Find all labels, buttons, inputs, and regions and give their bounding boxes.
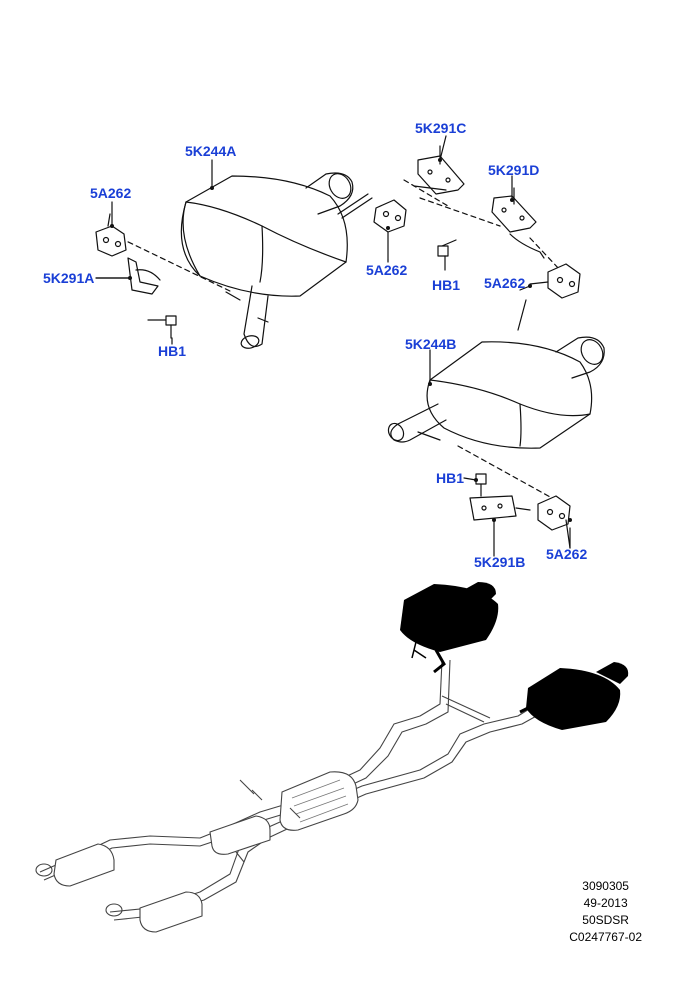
muffler-right-5k244b[interactable] xyxy=(385,336,607,449)
muffler-left-5k244a[interactable] xyxy=(180,170,355,350)
bracket-5k291a[interactable] xyxy=(95,257,161,295)
date-code: 49-2013 xyxy=(583,896,628,910)
model-code: 50SDSR xyxy=(582,913,629,927)
callout-5a262-upper-left[interactable]: 5A262 xyxy=(90,185,132,201)
callout-5k291c[interactable]: 5K291C xyxy=(415,120,467,136)
illustration-number: 3090305 xyxy=(582,879,629,893)
callout-hb1-lower[interactable]: HB1 xyxy=(436,470,465,486)
callout-5k244b[interactable]: 5K244B xyxy=(405,336,457,352)
reference-block: 3090305 49-2013 50SDSR C0247767-02 xyxy=(569,878,642,946)
isolator-5a262-upper-middle[interactable] xyxy=(373,199,407,261)
isolator-5a262-right[interactable] xyxy=(517,263,581,331)
bolt-hb1-lower[interactable] xyxy=(475,473,487,497)
catalog-code: C0247767-02 xyxy=(569,930,642,944)
callout-5k244a[interactable]: 5K244A xyxy=(185,143,237,159)
callout-hb1-left[interactable]: HB1 xyxy=(158,343,187,359)
isolator-5a262-lower[interactable] xyxy=(537,495,571,549)
callout-5k291d[interactable]: 5K291D xyxy=(488,162,540,178)
callout-5a262-upper-middle[interactable]: 5A262 xyxy=(366,262,408,278)
callout-hb1-middle[interactable]: HB1 xyxy=(432,277,461,293)
bolt-hb1-middle[interactable] xyxy=(437,239,457,271)
bracket-5k291d[interactable] xyxy=(491,187,561,271)
bracket-5k291c[interactable] xyxy=(403,145,501,227)
callout-5a262-lower[interactable]: 5A262 xyxy=(546,546,588,562)
bolt-hb1-left[interactable] xyxy=(147,315,177,339)
callout-5a262-right[interactable]: 5A262 xyxy=(484,275,526,291)
bracket-5k291b[interactable] xyxy=(469,495,531,521)
exhaust-assembly-overview xyxy=(35,582,629,933)
isolator-5a262-upper-left[interactable] xyxy=(95,213,127,257)
callout-5k291b[interactable]: 5K291B xyxy=(474,554,526,570)
callout-5k291a[interactable]: 5K291A xyxy=(43,270,95,286)
